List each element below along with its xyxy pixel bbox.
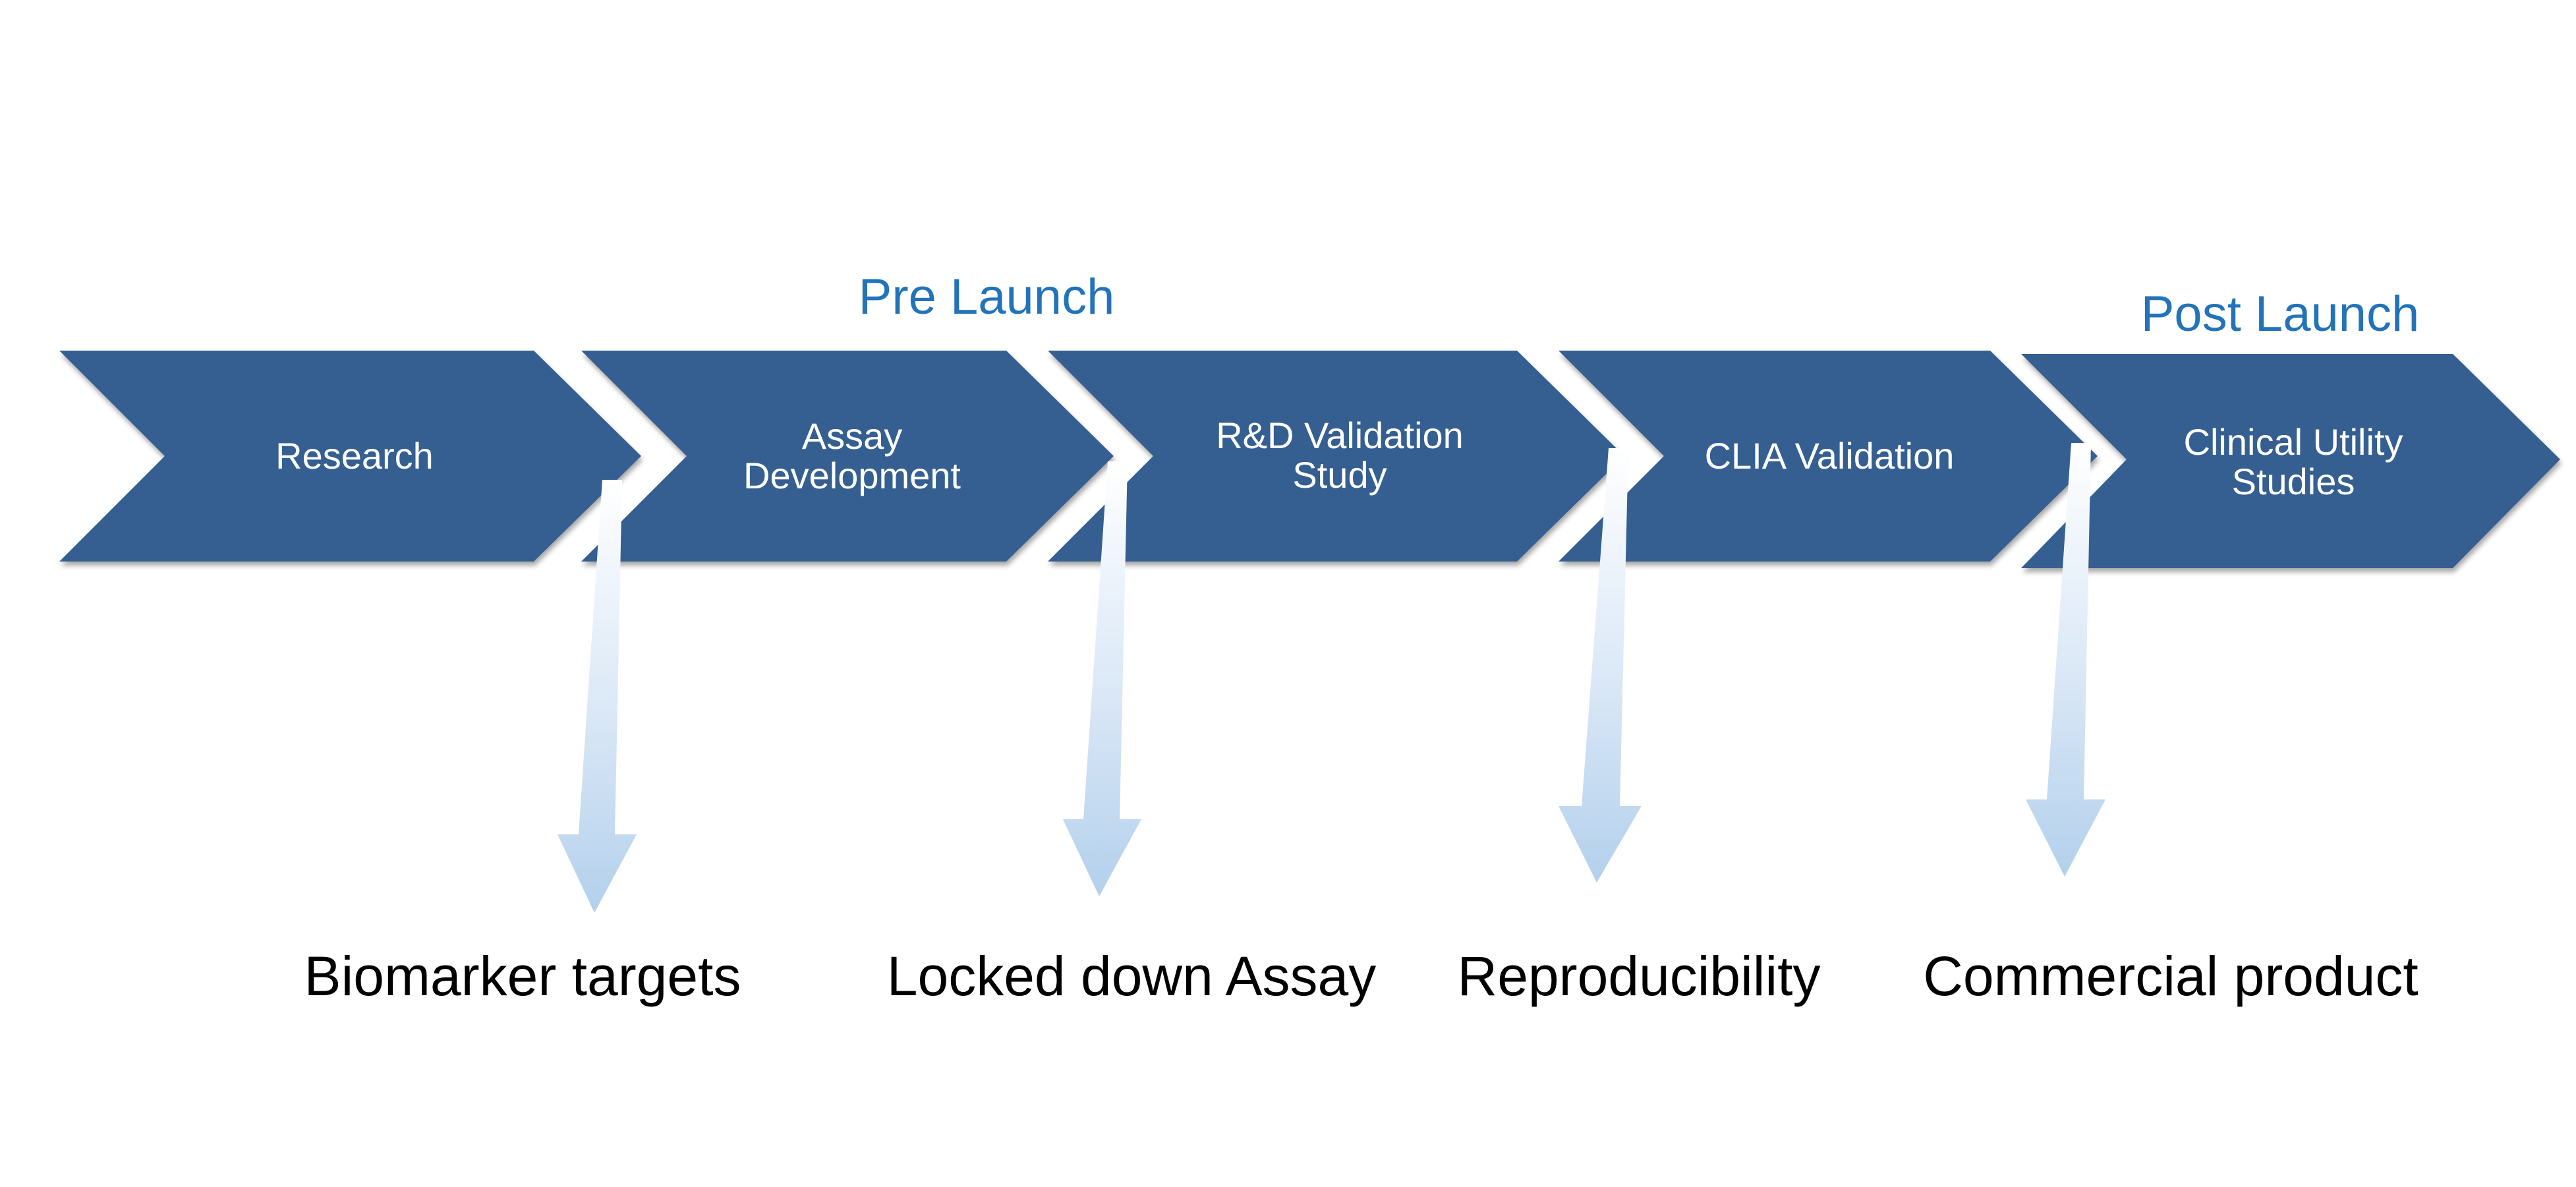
step-label-assay-development-line2: Development bbox=[743, 455, 961, 496]
step-label-research: Research bbox=[275, 435, 434, 477]
phase-label-post-launch: Post Launch bbox=[2141, 286, 2420, 342]
chevron-clinical-utility-studies bbox=[2021, 354, 2560, 568]
phase-label-pre-launch: Pre Launch bbox=[859, 269, 1115, 325]
step-label-rd-validation-line1: R&D Validation bbox=[1216, 415, 1464, 456]
step-label-clinical-utility-line2: Studies bbox=[2232, 461, 2355, 502]
step-label-clia-validation: CLIA Validation bbox=[1705, 435, 1955, 477]
chevron-clia-validation bbox=[1559, 351, 2098, 562]
step-label-assay-development-line1: Assay bbox=[802, 415, 903, 457]
down-arrow-2 bbox=[1063, 461, 1141, 896]
chevron-rd-validation-study bbox=[1048, 351, 1624, 562]
step-label-rd-validation-line2: Study bbox=[1292, 454, 1387, 496]
chevron-research bbox=[59, 351, 641, 562]
outcome-locked-down-assay: Locked down Assay bbox=[887, 945, 1376, 1007]
chevron-assay-development bbox=[581, 351, 1114, 562]
down-arrow-4 bbox=[2026, 443, 2105, 877]
outcome-commercial-product: Commercial product bbox=[1923, 945, 2419, 1007]
step-label-clinical-utility-line1: Clinical Utility bbox=[2184, 421, 2403, 463]
outcome-reproducibility: Reproducibility bbox=[1458, 945, 1821, 1007]
outcome-biomarker-targets: Biomarker targets bbox=[304, 945, 741, 1007]
down-arrow-3 bbox=[1559, 448, 1642, 883]
down-arrow-1 bbox=[558, 480, 637, 913]
